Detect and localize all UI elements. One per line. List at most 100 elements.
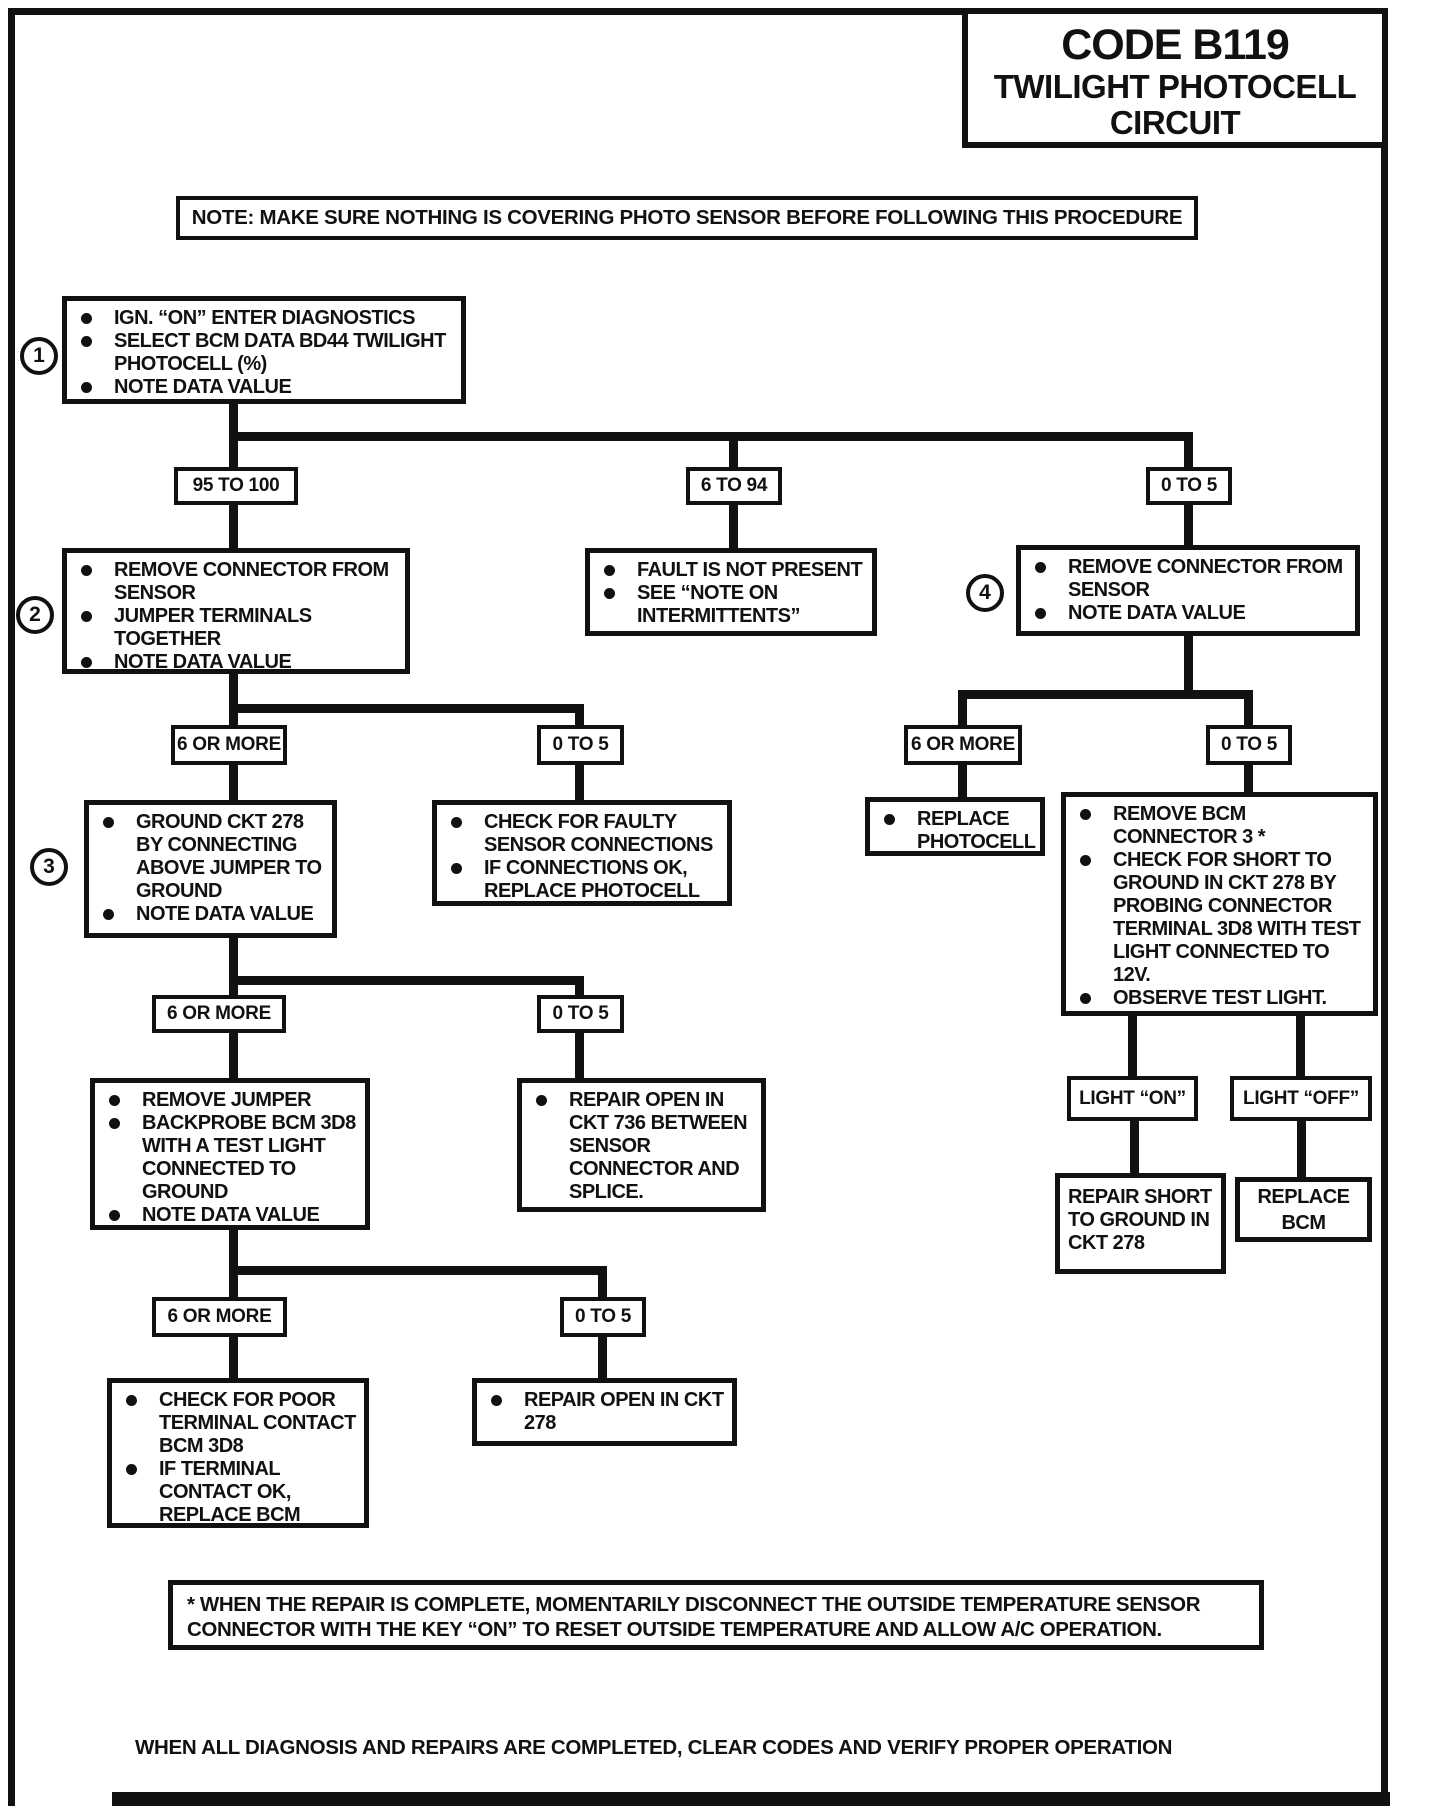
bullet-text: REMOVE JUMPER [142,1089,312,1111]
bullet-text: SEE “NOTE ON INTERMITTENTS” [637,582,801,627]
page-subtitle-2: CIRCUIT [1109,104,1241,141]
decision-label-text: 0 TO 5 [1161,475,1217,496]
bullet-icon [81,382,92,393]
bullet-icon [1035,562,1046,573]
connector-line [1128,1012,1137,1080]
decision-label-text: 6 OR MORE [177,734,281,755]
decision-label-text: LIGHT “ON” [1079,1087,1186,1109]
decision-label-text: 6 OR MORE [911,734,1015,755]
step-marker-number: 1 [33,344,45,367]
bullet-text: REPAIR OPEN IN CKT 736 BETWEEN SENSOR CO… [569,1089,748,1203]
footer-instruction: WHEN ALL DIAGNOSIS AND REPAIRS ARE COMPL… [135,1736,1173,1759]
decision-label-6-or-more-row4: 6 OR MORE [152,1297,287,1337]
connector-line [1184,439,1193,471]
page-border-left [8,8,15,1806]
decision-label-0-to-5-top: 0 TO 5 [1146,467,1232,505]
bullet-icon [109,1095,120,1106]
flow-box-fault-not-present: FAULT IS NOT PRESENT SEE “NOTE ON INTERM… [585,548,877,636]
bullet-icon [126,1395,137,1406]
bullet-text: CHECK FOR SHORT TO GROUND IN CKT 278 BY … [1113,849,1361,986]
bullet-icon [109,1118,120,1129]
decision-label-text: 6 OR MORE [167,1306,272,1327]
connector-line [729,439,738,471]
decision-label-6-or-more-right: 6 OR MORE [904,725,1022,765]
decision-label-0-to-5-row4: 0 TO 5 [560,1297,646,1337]
connector-line [229,934,238,982]
page-border-bottom-bar [112,1792,1390,1806]
connector-line [229,1273,238,1301]
step-marker-4: 4 [966,574,1004,612]
decision-label-light-off: LIGHT “OFF” [1230,1076,1372,1121]
page-title: CODE B119 [1061,21,1290,69]
decision-label-0-to-5-row3: 0 TO 5 [537,995,624,1033]
bullet-text: IF TERMINAL CONTACT OK, REPLACE BCM [159,1458,301,1526]
connector-line [575,760,584,804]
bullet-text: NOTE DATA VALUE [114,376,292,398]
bullet-text: REMOVE BCM CONNECTOR 3 * [1113,803,1266,848]
connector-line [575,711,584,729]
flow-box-check-faulty-sensor: CHECK FOR FAULTY SENSOR CONNECTIONS IF C… [432,800,732,906]
flow-box-ground-ckt-278: GROUND CKT 278 BY CONNECTING ABOVE JUMPE… [84,800,337,938]
decision-label-text: 6 TO 94 [700,475,768,496]
bullet-text: OBSERVE TEST LIGHT. [1113,987,1327,1009]
step-marker-3: 3 [30,848,68,886]
bullet-text: REMOVE CONNECTOR FROM SENSOR [114,559,389,604]
step-marker-number: 2 [29,603,41,626]
flow-box-step1: IGN. “ON” ENTER DIAGNOSTICS SELECT BCM D… [62,296,466,404]
bullet-icon [491,1395,502,1406]
flow-box-repair-open-278: REPAIR OPEN IN CKT 278 [472,1378,737,1446]
step-marker-1: 1 [20,337,58,375]
bullet-icon [103,817,114,828]
connector-line [958,760,967,801]
step-marker-number: 4 [979,581,991,604]
connector-line [229,1266,607,1275]
decision-label-0-to-5-left2: 0 TO 5 [537,725,624,765]
bullet-icon [604,588,615,599]
connector-line [575,983,584,999]
flow-box-replace-photocell: REPLACE PHOTOCELL [865,797,1045,856]
bullet-text: JUMPER TERMINALS TOGETHER [114,605,312,650]
connector-line [575,1031,584,1082]
bullet-icon [81,313,92,324]
bullet-text: REPAIR OPEN IN CKT 278 [524,1389,724,1434]
bullet-text: BACKPROBE BCM 3D8 WITH A TEST LIGHT CONN… [142,1112,356,1203]
decision-label-light-on: LIGHT “ON” [1067,1076,1198,1121]
bullet-text: IGN. “ON” ENTER DIAGNOSTICS [114,307,415,329]
decision-label-6-or-more-left2: 6 OR MORE [171,725,287,765]
connector-line [229,760,238,804]
connector-line [1184,501,1193,549]
decision-label-text: 0 TO 5 [552,734,609,755]
bullet-text: CHECK FOR POOR TERMINAL CONTACT BCM 3D8 [159,1389,356,1457]
decision-label-text: 95 TO 100 [192,475,280,496]
bullet-icon [884,814,895,825]
connector-line [1244,697,1253,729]
connector-line [598,1335,607,1382]
decision-label-text: 6 OR MORE [167,1003,271,1024]
bullet-text: REPLACE PHOTOCELL [917,808,1036,853]
flow-box-repair-open-736: REPAIR OPEN IN CKT 736 BETWEEN SENSOR CO… [517,1078,766,1212]
bullet-icon [604,565,615,576]
decision-label-text: 0 TO 5 [552,1003,609,1024]
connector-line [229,1335,238,1382]
connector-line [1184,632,1193,694]
bullet-text: NOTE DATA VALUE [1068,602,1246,624]
bullet-icon [81,336,92,347]
box-text: REPAIR SHORT TO GROUND IN CKT 278 [1068,1186,1212,1254]
note-text: NOTE: MAKE SURE NOTHING IS COVERING PHOT… [191,206,1183,229]
decision-label-6-or-more-row3: 6 OR MORE [152,995,286,1033]
connector-line [958,697,967,729]
connector-line [229,1226,238,1272]
step-marker-number: 3 [43,855,55,878]
connector-line [229,983,238,999]
connector-line [229,1031,238,1082]
flow-box-check-poor-contact: CHECK FOR POOR TERMINAL CONTACT BCM 3D8 … [107,1378,369,1528]
connector-line [229,976,584,985]
flow-box-repair-short-278: REPAIR SHORT TO GROUND IN CKT 278 [1055,1173,1226,1274]
title-box: CODE B119 TWILIGHT PHOTOCELL CIRCUIT [962,8,1388,148]
step-marker-2: 2 [16,596,54,634]
bullet-icon [1035,608,1046,619]
bullet-text: GROUND CKT 278 BY CONNECTING ABOVE JUMPE… [136,811,322,902]
flow-box-remove-bcm-connector: REMOVE BCM CONNECTOR 3 * CHECK FOR SHORT… [1061,792,1378,1016]
decision-label-text: LIGHT “OFF” [1243,1087,1359,1109]
bullet-text: REMOVE CONNECTOR FROM SENSOR [1068,556,1343,601]
